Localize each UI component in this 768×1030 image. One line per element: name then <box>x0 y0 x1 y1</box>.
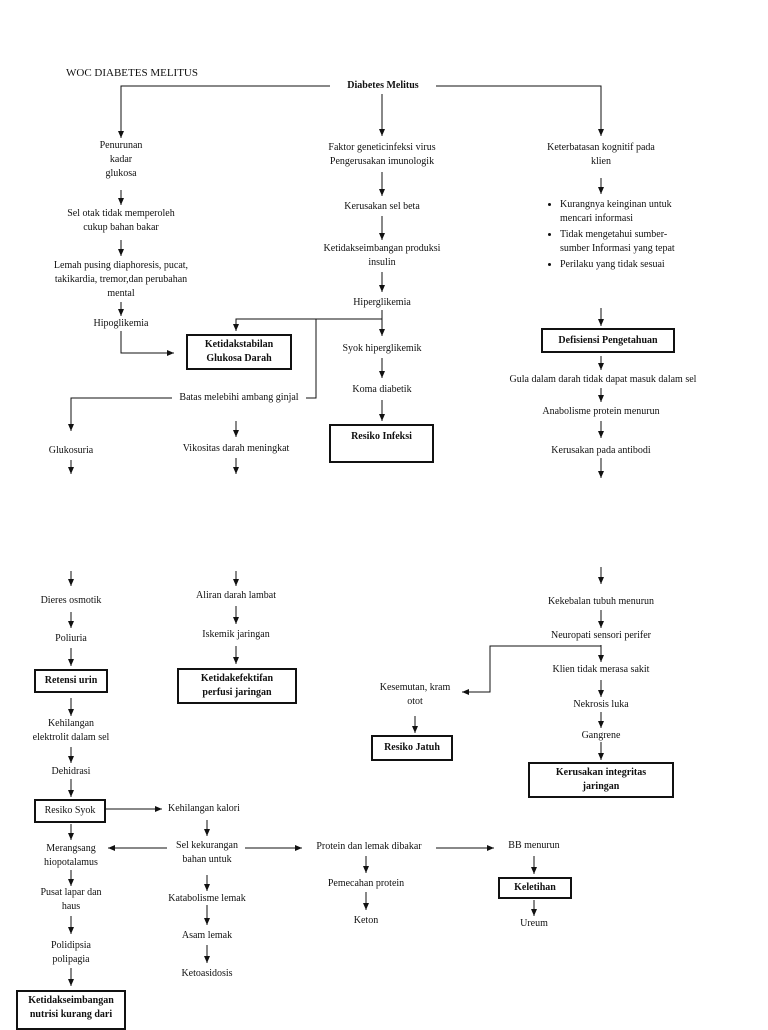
node-aliran-darah: Aliran darah lambat <box>196 590 276 601</box>
node-keton: Keton <box>353 915 379 926</box>
node-kekebalan-tubuh: Kekebalan tubuh menurun <box>547 596 655 607</box>
node-vikositas-darah: Vikositas darah meningkat <box>182 443 290 454</box>
node-ketidakseimbangan-insulin: Ketidakseimbangan produksi insulin <box>323 243 441 268</box>
node-dehidrasi: Dehidrasi <box>51 766 91 777</box>
node-gangrene: Gangrene <box>581 730 621 741</box>
box-retensi-urin: Retensi urin <box>34 669 108 693</box>
node-lemah-pusing: Lemah pusing diaphoresis, pucat, takikar… <box>53 260 189 299</box>
node-merangsang-hipotalamus: Merangsang hiopotalamus <box>44 843 98 868</box>
box-ketidakefektifan-perfusi: Ketidakefektifan perfusi jaringan <box>177 668 297 704</box>
node-klien-tidak-sakit: Klien tidak merasa sakit <box>552 664 650 675</box>
node-katabolisme-lemak: Katabolisme lemak <box>168 893 246 904</box>
node-bb-menurun: BB menurun <box>508 840 560 851</box>
node-gula-darah: Gula dalam darah tidak dapat masuk dalam… <box>509 374 697 385</box>
box-resiko-syok: Resiko Syok <box>34 799 106 823</box>
node-syok-hiperglikemik: Syok hiperglikemik <box>342 343 422 354</box>
box-defisiensi-pengetahuan: Defisiensi Pengetahuan <box>541 328 675 353</box>
box-kerusakan-integritas: Kerusakan integritas jaringan <box>528 762 674 798</box>
bullet-item: Tidak mengetahui sumber-sumber Informasi… <box>560 228 680 256</box>
node-ureum: Ureum <box>520 918 548 929</box>
node-polidipsia: Polidipsia polipagia <box>50 940 91 965</box>
node-anabolisme-protein: Anabolisme protein menurun <box>542 406 660 417</box>
node-hiperglikemia: Hiperglikemia <box>353 297 411 308</box>
diagram-title: WOC DIABETES MELITUS <box>66 67 198 79</box>
node-protein-lemak-dibakar: Protein dan lemak dibakar <box>316 841 422 852</box>
node-koma-diabetik: Koma diabetik <box>352 384 412 395</box>
node-asam-lemak: Asam lemak <box>181 930 233 941</box>
bullet-list-pengetahuan: Kurangnya keinginan untuk mencari inform… <box>542 198 680 274</box>
node-penurunan-glukosa: Penurunan kadar glukosa <box>99 140 143 179</box>
node-sel-kekurangan: Sel kekurangan bahan untuk <box>176 840 238 865</box>
node-poliuria: Poliuria <box>55 633 87 644</box>
node-kehilangan-kalori: Kehilangan kalori <box>168 803 240 814</box>
box-resiko-infeksi: Resiko Infeksi <box>329 424 434 463</box>
node-hipoglikemia: Hipoglikemia <box>71 317 171 331</box>
node-neuropati-sensori: Neuropati sensori perifer <box>551 630 651 641</box>
box-keletihan: Keletihan <box>498 877 572 899</box>
bullet-item: Kurangnya keinginan untuk mencari inform… <box>560 198 680 226</box>
node-glukosuria: Glukosuria <box>48 445 94 456</box>
node-keterbatasan-kognitif: Keterbatasan kognitif pada klien <box>547 142 655 167</box>
node-ketoasidosis: Ketoasidosis <box>181 968 233 979</box>
box-ketidakstabilan-glukosa: Ketidakstabilan Glukosa Darah <box>186 334 292 370</box>
node-iskemik-jaringan: Iskemik jaringan <box>202 629 270 640</box>
node-nekrosis-luka: Nekrosis luka <box>573 699 629 710</box>
node-pusat-lapar: Pusat lapar dan haus <box>40 887 102 912</box>
root-node: Diabetes Melitus <box>330 79 436 93</box>
node-batas-ambang-ginjal: Batas melebihi ambang ginjal <box>172 391 306 405</box>
box-ketidakseimbangan-nutrisi: Ketidakseimbangan nutrisi kurang dari <box>16 990 126 1030</box>
node-kerusakan-sel-beta: Kerusakan sel beta <box>344 201 420 212</box>
bullet-item: Perilaku yang tidak sesuai <box>560 258 680 272</box>
node-kesemutan-kram: Kesemutan, kram otot <box>379 682 451 707</box>
box-resiko-jatuh: Resiko Jatuh <box>371 735 453 761</box>
node-kehilangan-elektrolit: Kehilangan elektrolit dalam sel <box>32 718 110 743</box>
node-pemecahan-protein: Pemecahan protein <box>327 878 405 889</box>
node-kerusakan-antibodi: Kerusakan pada antibodi <box>551 445 651 456</box>
node-sel-otak: Sel otak tidak memperoleh cukup bahan ba… <box>67 208 175 233</box>
node-dieres-osmotik: Dieres osmotik <box>40 595 102 606</box>
node-faktor-genetic: Faktor geneticinfeksi virus Pengerusakan… <box>328 142 436 167</box>
